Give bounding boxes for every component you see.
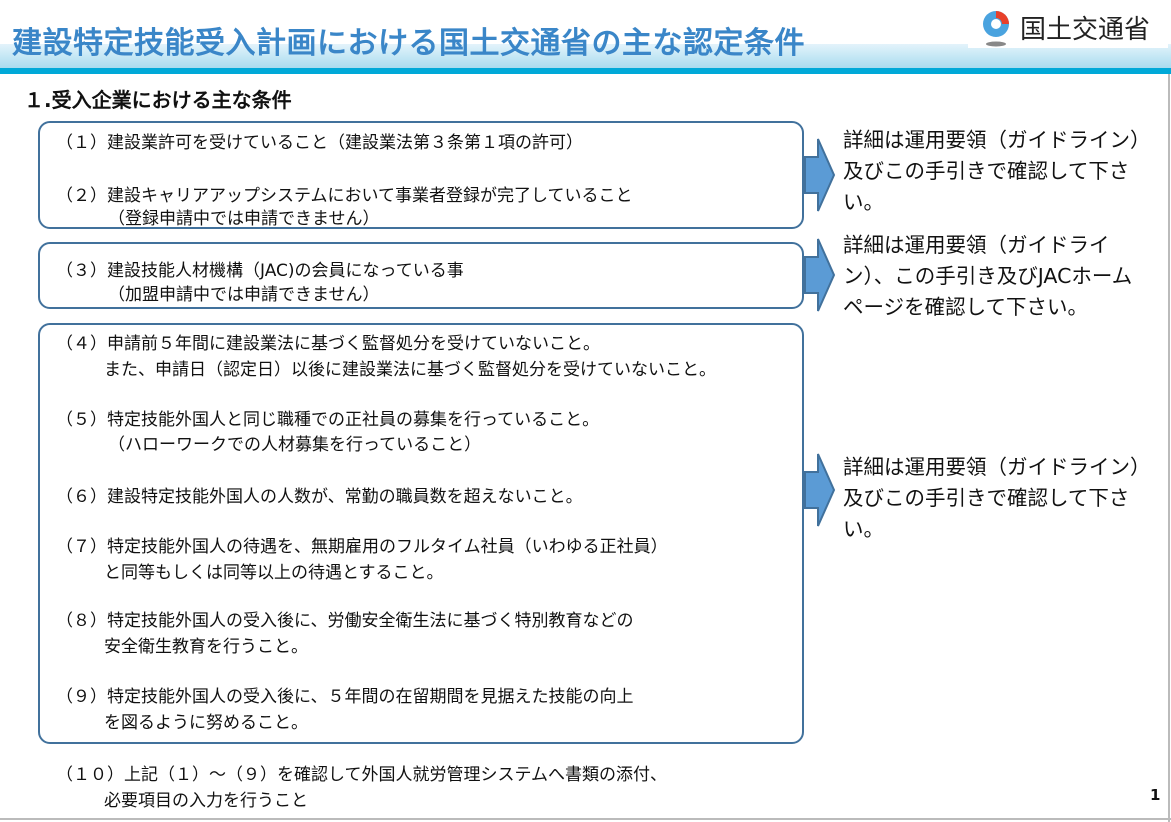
item-3-note: （加盟申請中では申請できません） [108, 285, 380, 305]
note-1: 詳細は運用要領（ガイドライン）及びこの手引きで確認して下さい。 [843, 128, 1141, 214]
conditions-box-1 [38, 121, 804, 229]
conditions-box-2 [38, 242, 804, 309]
item-2: （２）建設キャリアアップシステムにおいて事業者登録が完了していること [56, 186, 633, 206]
item-1: （１）建設業許可を受けていること（建設業法第３条第１項の許可） [56, 133, 583, 153]
item-7-cont: と同等もしくは同等以上の待遇とすること。 [104, 563, 444, 583]
item-5: （５）特定技能外国人と同じ職種での正社員の募集を行っていること。 [56, 410, 600, 430]
note-2: 詳細は運用要領（ガイドライン）、この手引き及びJACホームページを確認して下さい… [843, 233, 1133, 319]
page-number: 1 [1150, 786, 1161, 804]
item-10: （１０）上記（１）～（９）を確認して外国人就労管理システムへ書類の添付、 [56, 765, 667, 785]
mlit-emblem-icon [983, 11, 1009, 47]
item-3: （３）建設技能人材機構（JAC)の会員になっている事 [56, 261, 464, 281]
slide-border [0, 818, 1171, 820]
arrow-right-icon [804, 453, 836, 527]
item-10-cont: 必要項目の入力を行うこと [104, 791, 308, 811]
conditions-box-3 [38, 323, 804, 744]
item-8-cont: 安全衛生教育を行うこと。 [104, 637, 308, 657]
note-3: 詳細は運用要領（ガイドライン）及びこの手引きで確認して下さい。 [843, 455, 1141, 541]
logo-text: 国土交通省 [1020, 15, 1151, 45]
item-7: （７）特定技能外国人の待遇を、無期雇用のフルタイム社員（いわゆる正社員） [56, 537, 668, 557]
logo [968, 4, 1168, 48]
arrow-right-icon [804, 138, 836, 212]
item-5-note: （ハローワークでの人材募集を行っていること） [108, 435, 482, 455]
slide-border [1168, 74, 1170, 822]
item-8: （８）特定技能外国人の受入後に、労働安全衛生法に基づく特別教育などの [56, 611, 634, 631]
item-9: （９）特定技能外国人の受入後に、５年間の在留期間を見据えた技能の向上 [56, 687, 634, 707]
header-stripe [0, 68, 1171, 74]
section-title: １.受入企業における主な条件 [24, 88, 292, 112]
arrow-right-icon [804, 238, 836, 312]
item-6: （６）建設特定技能外国人の人数が、常勤の職員数を超えないこと。 [56, 487, 583, 507]
item-4: （４）申請前５年間に建設業法に基づく監督処分を受けていないこと。 [56, 334, 600, 354]
item-2-note: （登録申請中では申請できません） [108, 209, 380, 229]
header-band [0, 44, 1171, 68]
item-4-cont: また、申請日（認定日）以後に建設業法に基づく監督処分を受けていないこと。 [104, 360, 716, 380]
item-9-cont: を図るように努めること。 [104, 713, 308, 733]
page-title: 建設特定技能受入計画における国土交通省の主な認定条件 [12, 26, 805, 61]
